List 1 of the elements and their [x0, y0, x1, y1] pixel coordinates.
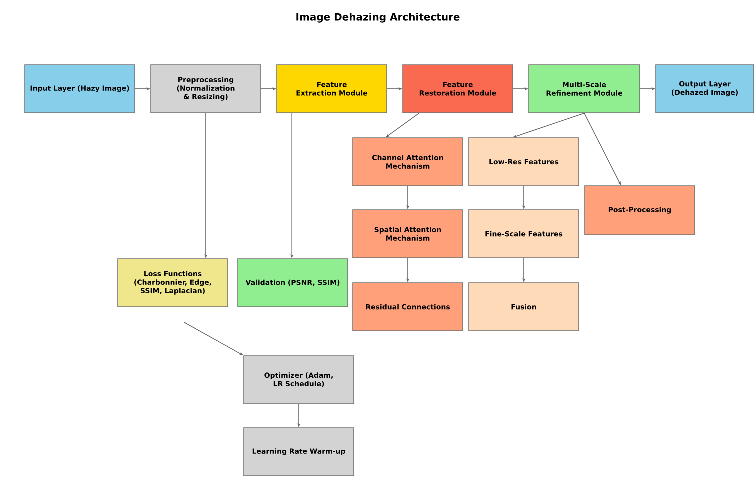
title: Image Dehazing Architecture [296, 13, 460, 23]
